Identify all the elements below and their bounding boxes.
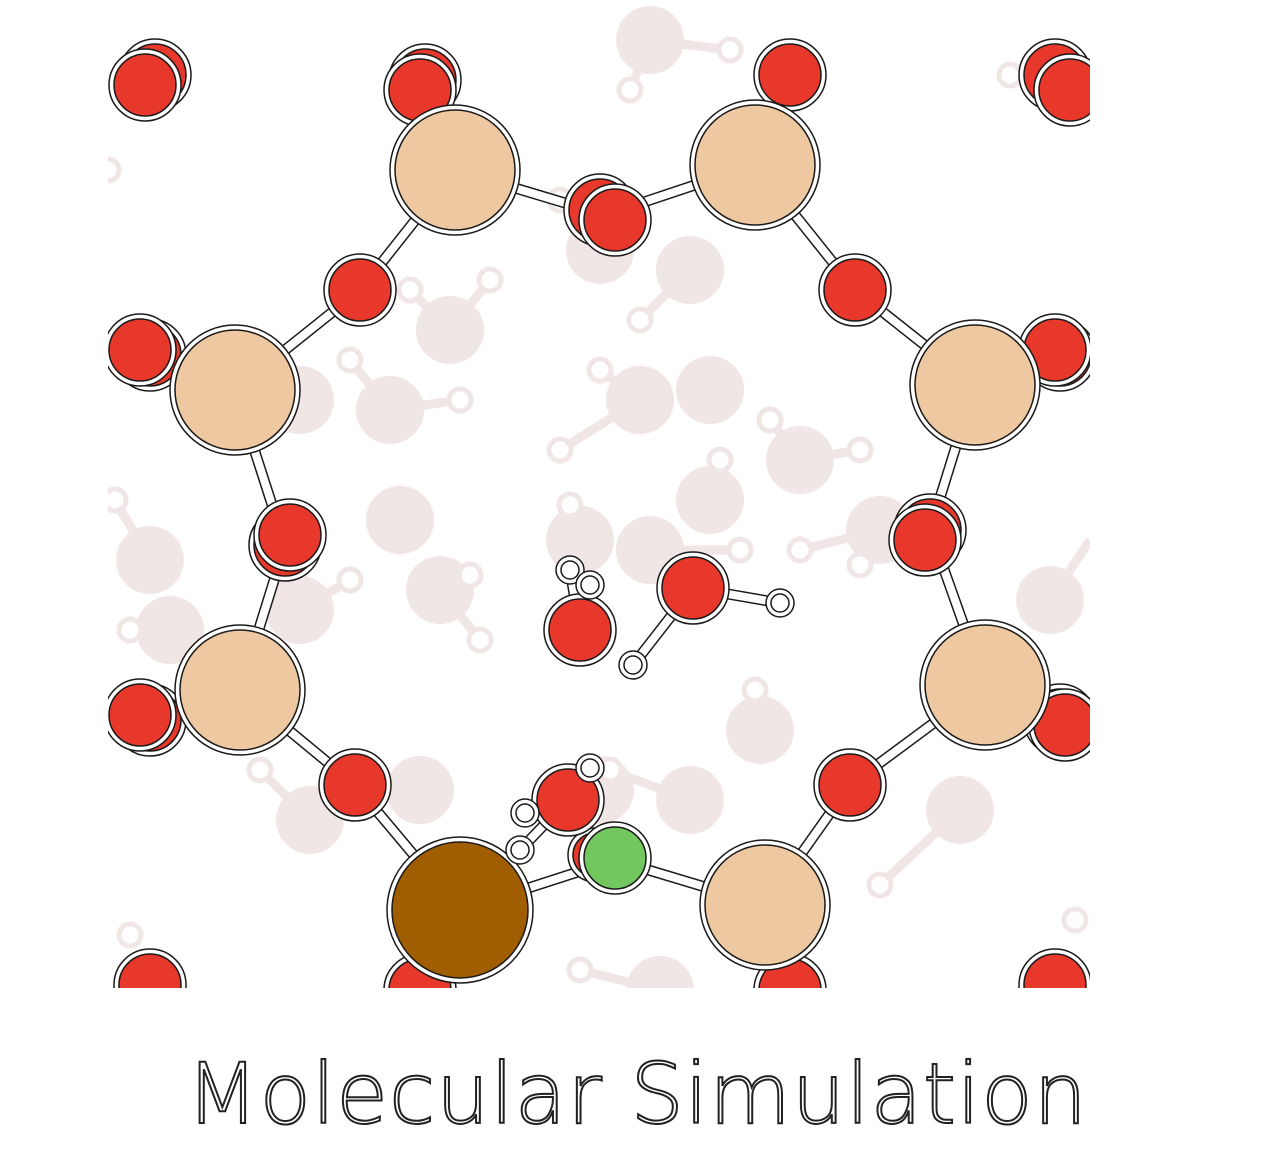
ghost-hydrogen [456,561,484,589]
ghost-hydrogen [616,76,644,104]
ghost-hydrogen [866,871,894,899]
water-hydrogen-atom [515,803,535,823]
oxygen-atom [583,188,647,252]
water-hydrogen-atom [580,758,600,778]
ghost-hydrogen [846,551,874,579]
water-hydrogen-atom [623,655,643,675]
ghost-hydrogen [336,566,364,594]
oxygen-atom [323,753,387,817]
oxygen-atom [118,953,182,988]
ghost-hydrogen [396,276,424,304]
oxygen-atom [823,258,887,322]
framework-atoms [108,38,1090,988]
silicon-atom [179,629,301,751]
ghost-hydrogen [566,956,594,984]
ghost-hydrogen [706,446,734,474]
ghost-hydrogen [116,921,144,949]
oxygen-atom [1023,953,1087,988]
silicon-atom [704,844,826,966]
ghost-hydrogen [336,346,364,374]
silicon-atom [924,624,1046,746]
ghost-hydrogen [108,486,129,514]
molecule-scene [108,6,1090,988]
water-oxygen-atom [548,598,612,662]
ghost-hydrogen [586,356,614,384]
ghost-hydrogen [846,436,874,464]
ghost-hydrogen [626,306,654,334]
ghost-hydrogen [546,436,574,464]
ghost-hydrogen [996,61,1024,89]
ghost-hydrogen [741,676,769,704]
ghost-hydrogen [556,491,584,519]
silicon-atom [394,109,516,231]
ghost-hydrogen [786,536,814,564]
ghost-atom [366,486,434,554]
ghost-atom [626,956,694,988]
silicon-atom [174,329,296,451]
ghost-hydrogen [466,626,494,654]
ghost-hydrogen [1061,906,1089,934]
water-molecules [505,551,795,895]
water-hydrogen-atom [560,560,580,580]
ghost-hydrogen [116,616,144,644]
oxygen-atom [893,508,957,572]
silicon-atom [914,324,1036,446]
oxygen-atom [258,503,322,567]
ghost-hydrogen [446,386,474,414]
ghost-hydrogen [756,406,784,434]
ghost-hydrogen [246,756,274,784]
oxygen-atom [818,753,882,817]
sodium-atom [583,826,647,890]
water-oxygen-atom [536,768,600,832]
ghost-hydrogen [476,266,504,294]
ghost-hydrogen [108,156,122,184]
aluminum-atom [391,841,529,979]
caption-title: Molecular Simulation [185,1045,1088,1143]
water-hydrogen-atom [770,593,790,613]
oxygen-atom [108,318,172,382]
oxygen-atom [113,53,177,117]
ghost-atom [676,356,744,424]
background-molecules [108,6,1090,988]
silicon-atom [694,104,816,226]
ghost-hydrogen [726,536,754,564]
oxygen-atom [108,683,172,747]
oxygen-atom [328,258,392,322]
water-hydrogen-atom [510,840,530,860]
ghost-hydrogen [716,36,744,64]
oxygen-atom [758,43,822,107]
oxygen-atom [1038,58,1090,122]
water-hydrogen-atom [580,575,600,595]
water-oxygen-atom [661,556,725,620]
